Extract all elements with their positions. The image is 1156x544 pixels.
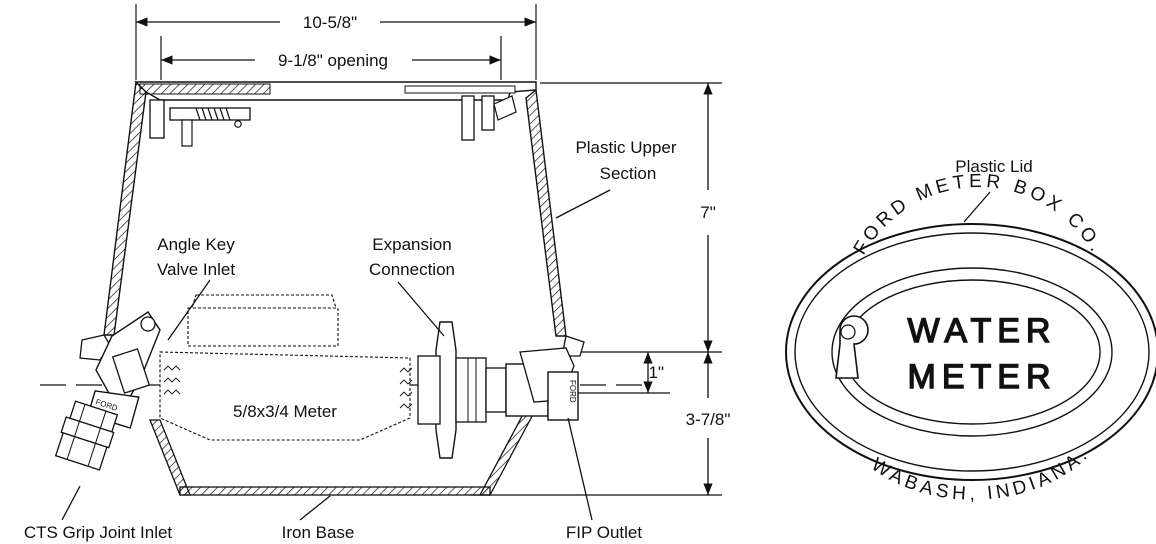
lid-top-view: FORD METER BOX CO. WABASH, INDIANA. WATE… [785,171,1156,505]
outlet-stamp: FORD [568,380,577,403]
expansion-connection [417,321,507,459]
lid-center-line2: METER [908,358,1057,396]
label-angle-key-2: Valve Inlet [157,260,235,279]
dimension-labels: 10-5/8" 9-1/8" opening 7" 3-7/8" 1" [278,13,730,429]
label-angle-key-1: Angle Key [157,235,235,254]
iron-base-left [149,419,191,496]
dim-top-width: 10-5/8" [303,13,357,32]
label-meter: 5/8x3/4 Meter [233,402,337,421]
label-upper-section-2: Section [600,164,657,183]
part-labels: Plastic Upper Section Angle Key Valve In… [24,138,1033,542]
label-upper-section-1: Plastic Upper [575,138,676,157]
lid-latch [149,95,517,147]
iron-base-floor [179,486,491,496]
dim-upper-height: 7" [700,203,716,222]
label-expansion-2: Connection [369,260,455,279]
dim-pipe-offset: 1" [649,363,665,382]
angle-key-valve: FORD [54,311,161,471]
fip-outlet-valve: FORD [505,347,579,421]
label-fip-outlet: FIP Outlet [566,523,642,542]
label-iron-base: Iron Base [282,523,355,542]
meter-box-body [79,80,585,496]
dim-lower-height: 3-7/8" [686,410,731,429]
label-cts-inlet: CTS Grip Joint Inlet [24,523,173,542]
upper-section-left-wall [103,80,147,336]
label-expansion-1: Expansion [372,235,451,254]
upper-section-right-wall [525,88,567,337]
water-meter [159,294,413,441]
leader-lines [61,189,991,521]
lid-keyhole [835,315,869,379]
dim-opening: 9-1/8" opening [278,51,388,70]
lid-center-line1: WATER [908,312,1057,350]
label-plastic-lid: Plastic Lid [955,157,1032,176]
